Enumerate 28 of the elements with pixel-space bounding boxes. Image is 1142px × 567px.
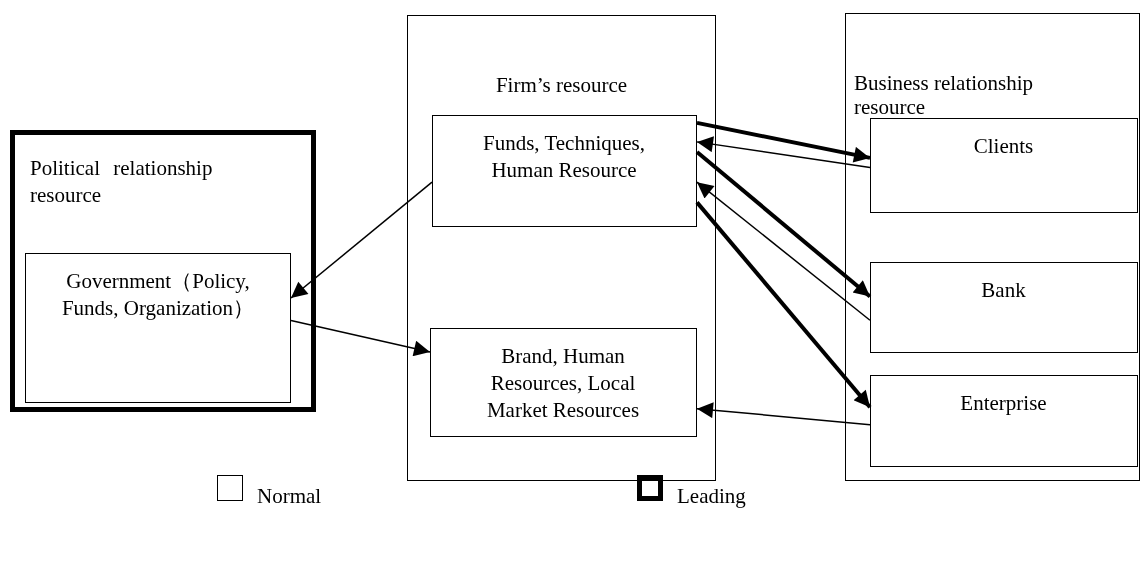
process-box bbox=[869, 117, 1138, 213]
arrow bbox=[695, 201, 872, 409]
arrow bbox=[696, 402, 871, 426]
arrow bbox=[290, 181, 433, 299]
process-box bbox=[25, 253, 291, 403]
legend-label: Leading bbox=[677, 484, 746, 509]
group-box bbox=[845, 13, 1140, 481]
node-label: Clients bbox=[973, 132, 1034, 160]
group-heading: Business relationship resource bbox=[854, 72, 1035, 120]
node-label: Funds, Techniques, Human Resource bbox=[481, 129, 647, 184]
node-label: Brand, Human Resources, Local Market Resources bbox=[485, 342, 641, 425]
arrow bbox=[695, 150, 872, 299]
group-box bbox=[10, 130, 316, 412]
arrow bbox=[290, 319, 431, 357]
node-label: Enterprise bbox=[960, 389, 1047, 417]
arrow bbox=[696, 120, 871, 163]
node-label: Government（Policy, Funds, Organization） bbox=[60, 268, 256, 323]
arrow bbox=[696, 181, 871, 321]
legend-label: Normal bbox=[257, 484, 322, 509]
node-label: Bank bbox=[981, 276, 1026, 304]
process-box bbox=[431, 114, 697, 227]
process-box bbox=[429, 327, 697, 437]
group-heading: Firm’s resource bbox=[494, 72, 629, 99]
process-box bbox=[869, 261, 1138, 353]
group-box bbox=[407, 15, 716, 481]
arrow bbox=[696, 136, 871, 169]
process-box bbox=[869, 374, 1138, 467]
group-heading: Political relationship resource bbox=[30, 155, 214, 210]
